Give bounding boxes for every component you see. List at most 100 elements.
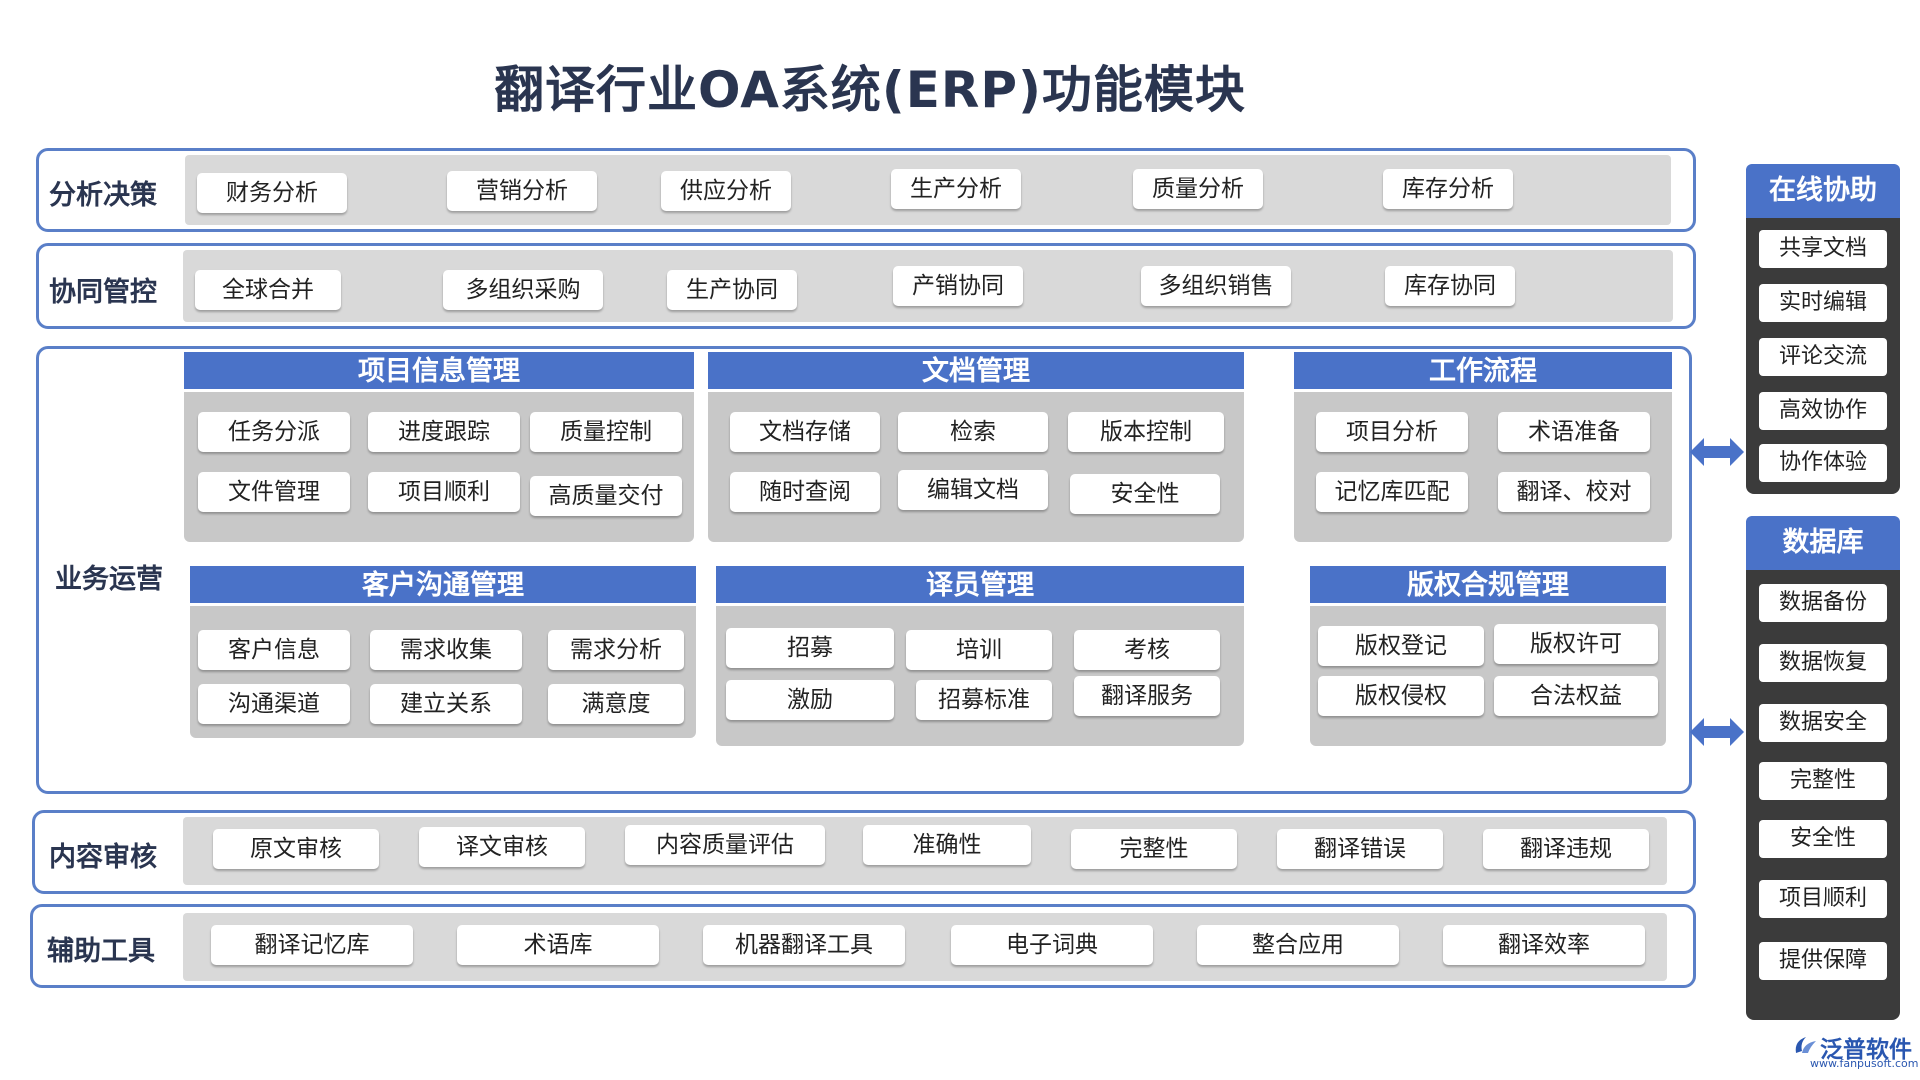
module-item[interactable]: 满意度 bbox=[548, 684, 684, 724]
tools-row: 辅助工具 翻译记忆库 术语库 机器翻译工具 电子词典 整合应用 翻译效率 bbox=[30, 904, 1696, 988]
database-panel: 数据库 数据备份 数据恢复 数据安全 完整性 安全性 项目顺利 提供保障 bbox=[1746, 516, 1900, 1020]
module-item[interactable]: 需求收集 bbox=[370, 630, 522, 670]
analysis-row: 分析决策 财务分析 营销分析 供应分析 生产分析 质量分析 库存分析 bbox=[36, 148, 1696, 232]
tools-item[interactable]: 机器翻译工具 bbox=[703, 925, 905, 965]
brand-url: www.fanpusoft.com bbox=[1810, 1057, 1919, 1070]
analysis-items-area: 财务分析 营销分析 供应分析 生产分析 质量分析 库存分析 bbox=[185, 155, 1671, 225]
database-item[interactable]: 数据备份 bbox=[1759, 584, 1887, 622]
online-assist-item[interactable]: 评论交流 bbox=[1759, 338, 1887, 376]
double-arrow-icon bbox=[1690, 438, 1744, 466]
module-item[interactable]: 文档存储 bbox=[730, 412, 880, 452]
database-item[interactable]: 安全性 bbox=[1759, 820, 1887, 858]
module-item[interactable]: 项目顺利 bbox=[368, 472, 520, 512]
module-item[interactable]: 翻译、校对 bbox=[1498, 472, 1650, 512]
collab-item[interactable]: 库存协同 bbox=[1385, 266, 1515, 306]
collab-item[interactable]: 产销协同 bbox=[893, 266, 1023, 306]
module-item[interactable]: 项目分析 bbox=[1316, 412, 1468, 452]
database-item[interactable]: 数据恢复 bbox=[1759, 644, 1887, 682]
analysis-item[interactable]: 库存分析 bbox=[1383, 169, 1513, 209]
online-assist-item[interactable]: 实时编辑 bbox=[1759, 284, 1887, 322]
tools-item[interactable]: 术语库 bbox=[457, 925, 659, 965]
tools-label: 辅助工具 bbox=[47, 936, 155, 967]
database-title: 数据库 bbox=[1746, 516, 1900, 570]
module-item[interactable]: 培训 bbox=[906, 630, 1052, 670]
review-item[interactable]: 翻译错误 bbox=[1277, 829, 1443, 869]
collab-items-area: 全球合并 多组织采购 生产协同 产销协同 多组织销售 库存协同 bbox=[183, 250, 1673, 322]
review-item[interactable]: 内容质量评估 bbox=[625, 825, 825, 865]
tools-item[interactable]: 翻译效率 bbox=[1443, 925, 1645, 965]
module-title: 版权合规管理 bbox=[1310, 566, 1666, 606]
analysis-item[interactable]: 营销分析 bbox=[447, 171, 597, 211]
analysis-item[interactable]: 质量分析 bbox=[1133, 169, 1263, 209]
review-item[interactable]: 原文审核 bbox=[213, 829, 379, 869]
review-row: 内容审核 原文审核 译文审核 内容质量评估 准确性 完整性 翻译错误 翻译违规 bbox=[32, 810, 1696, 894]
module-item[interactable]: 需求分析 bbox=[548, 630, 684, 670]
module-item[interactable]: 记忆库匹配 bbox=[1316, 472, 1468, 512]
module-title: 译员管理 bbox=[716, 566, 1244, 606]
module-item[interactable]: 激励 bbox=[726, 680, 894, 720]
review-label: 内容审核 bbox=[49, 842, 157, 873]
module-item[interactable]: 高质量交付 bbox=[530, 476, 682, 516]
database-item[interactable]: 提供保障 bbox=[1759, 942, 1887, 980]
analysis-item[interactable]: 生产分析 bbox=[891, 169, 1021, 209]
online-assist-item[interactable]: 协作体验 bbox=[1759, 444, 1887, 482]
analysis-item[interactable]: 财务分析 bbox=[197, 173, 347, 213]
online-assist-item[interactable]: 共享文档 bbox=[1759, 230, 1887, 268]
tools-items-area: 翻译记忆库 术语库 机器翻译工具 电子词典 整合应用 翻译效率 bbox=[183, 913, 1667, 981]
module-item[interactable]: 版权许可 bbox=[1494, 624, 1658, 664]
module-item[interactable]: 任务分派 bbox=[198, 412, 350, 452]
collab-row: 协同管控 全球合并 多组织采购 生产协同 产销协同 多组织销售 库存协同 bbox=[36, 243, 1696, 329]
module-item[interactable]: 编辑文档 bbox=[898, 470, 1048, 510]
module-item[interactable]: 招募 bbox=[726, 628, 894, 668]
module-item[interactable]: 安全性 bbox=[1070, 474, 1220, 514]
analysis-item[interactable]: 供应分析 bbox=[661, 171, 791, 211]
module-item[interactable]: 版本控制 bbox=[1068, 412, 1224, 452]
module-item[interactable]: 质量控制 bbox=[530, 412, 682, 452]
module-item[interactable]: 沟通渠道 bbox=[198, 684, 350, 724]
module-item[interactable]: 考核 bbox=[1074, 630, 1220, 670]
review-item[interactable]: 准确性 bbox=[863, 825, 1031, 865]
online-assist-panel: 在线协助 共享文档 实时编辑 评论交流 高效协作 协作体验 bbox=[1746, 164, 1900, 494]
module-item[interactable]: 检索 bbox=[898, 412, 1048, 452]
module-copyright: 版权合规管理 版权登记 版权许可 版权侵权 合法权益 bbox=[1310, 566, 1666, 746]
tools-item[interactable]: 整合应用 bbox=[1197, 925, 1399, 965]
review-item[interactable]: 完整性 bbox=[1071, 829, 1237, 869]
module-customer: 客户沟通管理 客户信息 需求收集 需求分析 沟通渠道 建立关系 满意度 bbox=[190, 566, 696, 738]
module-title: 项目信息管理 bbox=[184, 352, 694, 392]
module-docs: 文档管理 文档存储 检索 版本控制 随时查阅 编辑文档 安全性 bbox=[708, 352, 1244, 542]
collab-item[interactable]: 生产协同 bbox=[667, 270, 797, 310]
tools-item[interactable]: 电子词典 bbox=[951, 925, 1153, 965]
module-item[interactable]: 文件管理 bbox=[198, 472, 350, 512]
module-workflow: 工作流程 项目分析 术语准备 记忆库匹配 翻译、校对 bbox=[1294, 352, 1672, 542]
module-item[interactable]: 版权登记 bbox=[1318, 626, 1484, 666]
review-item[interactable]: 翻译违规 bbox=[1483, 829, 1649, 869]
double-arrow-icon bbox=[1690, 718, 1744, 746]
online-assist-title: 在线协助 bbox=[1746, 164, 1900, 218]
review-item[interactable]: 译文审核 bbox=[419, 827, 585, 867]
module-item[interactable]: 招募标准 bbox=[916, 680, 1052, 720]
database-item[interactable]: 完整性 bbox=[1759, 762, 1887, 800]
module-item[interactable]: 翻译服务 bbox=[1074, 676, 1220, 716]
review-items-area: 原文审核 译文审核 内容质量评估 准确性 完整性 翻译错误 翻译违规 bbox=[183, 817, 1667, 885]
collab-item[interactable]: 多组织采购 bbox=[443, 270, 603, 310]
online-assist-item[interactable]: 高效协作 bbox=[1759, 392, 1887, 430]
module-title: 工作流程 bbox=[1294, 352, 1672, 392]
module-item[interactable]: 客户信息 bbox=[198, 630, 350, 670]
module-title: 文档管理 bbox=[708, 352, 1244, 392]
collab-label: 协同管控 bbox=[49, 277, 157, 308]
module-item[interactable]: 版权侵权 bbox=[1318, 676, 1484, 716]
module-item[interactable]: 建立关系 bbox=[370, 684, 522, 724]
module-title: 客户沟通管理 bbox=[190, 566, 696, 606]
module-item[interactable]: 进度跟踪 bbox=[368, 412, 520, 452]
brand-logo: 泛普软件 bbox=[1820, 1037, 1912, 1063]
operations-label: 业务运营 bbox=[55, 564, 163, 595]
tools-item[interactable]: 翻译记忆库 bbox=[211, 925, 413, 965]
module-item[interactable]: 术语准备 bbox=[1498, 412, 1650, 452]
module-item[interactable]: 随时查阅 bbox=[730, 472, 880, 512]
module-item[interactable]: 合法权益 bbox=[1494, 676, 1658, 716]
database-item[interactable]: 项目顺利 bbox=[1759, 880, 1887, 918]
database-item[interactable]: 数据安全 bbox=[1759, 704, 1887, 742]
collab-item[interactable]: 全球合并 bbox=[195, 270, 341, 310]
collab-item[interactable]: 多组织销售 bbox=[1141, 266, 1291, 306]
logo-icon bbox=[1795, 1037, 1816, 1053]
